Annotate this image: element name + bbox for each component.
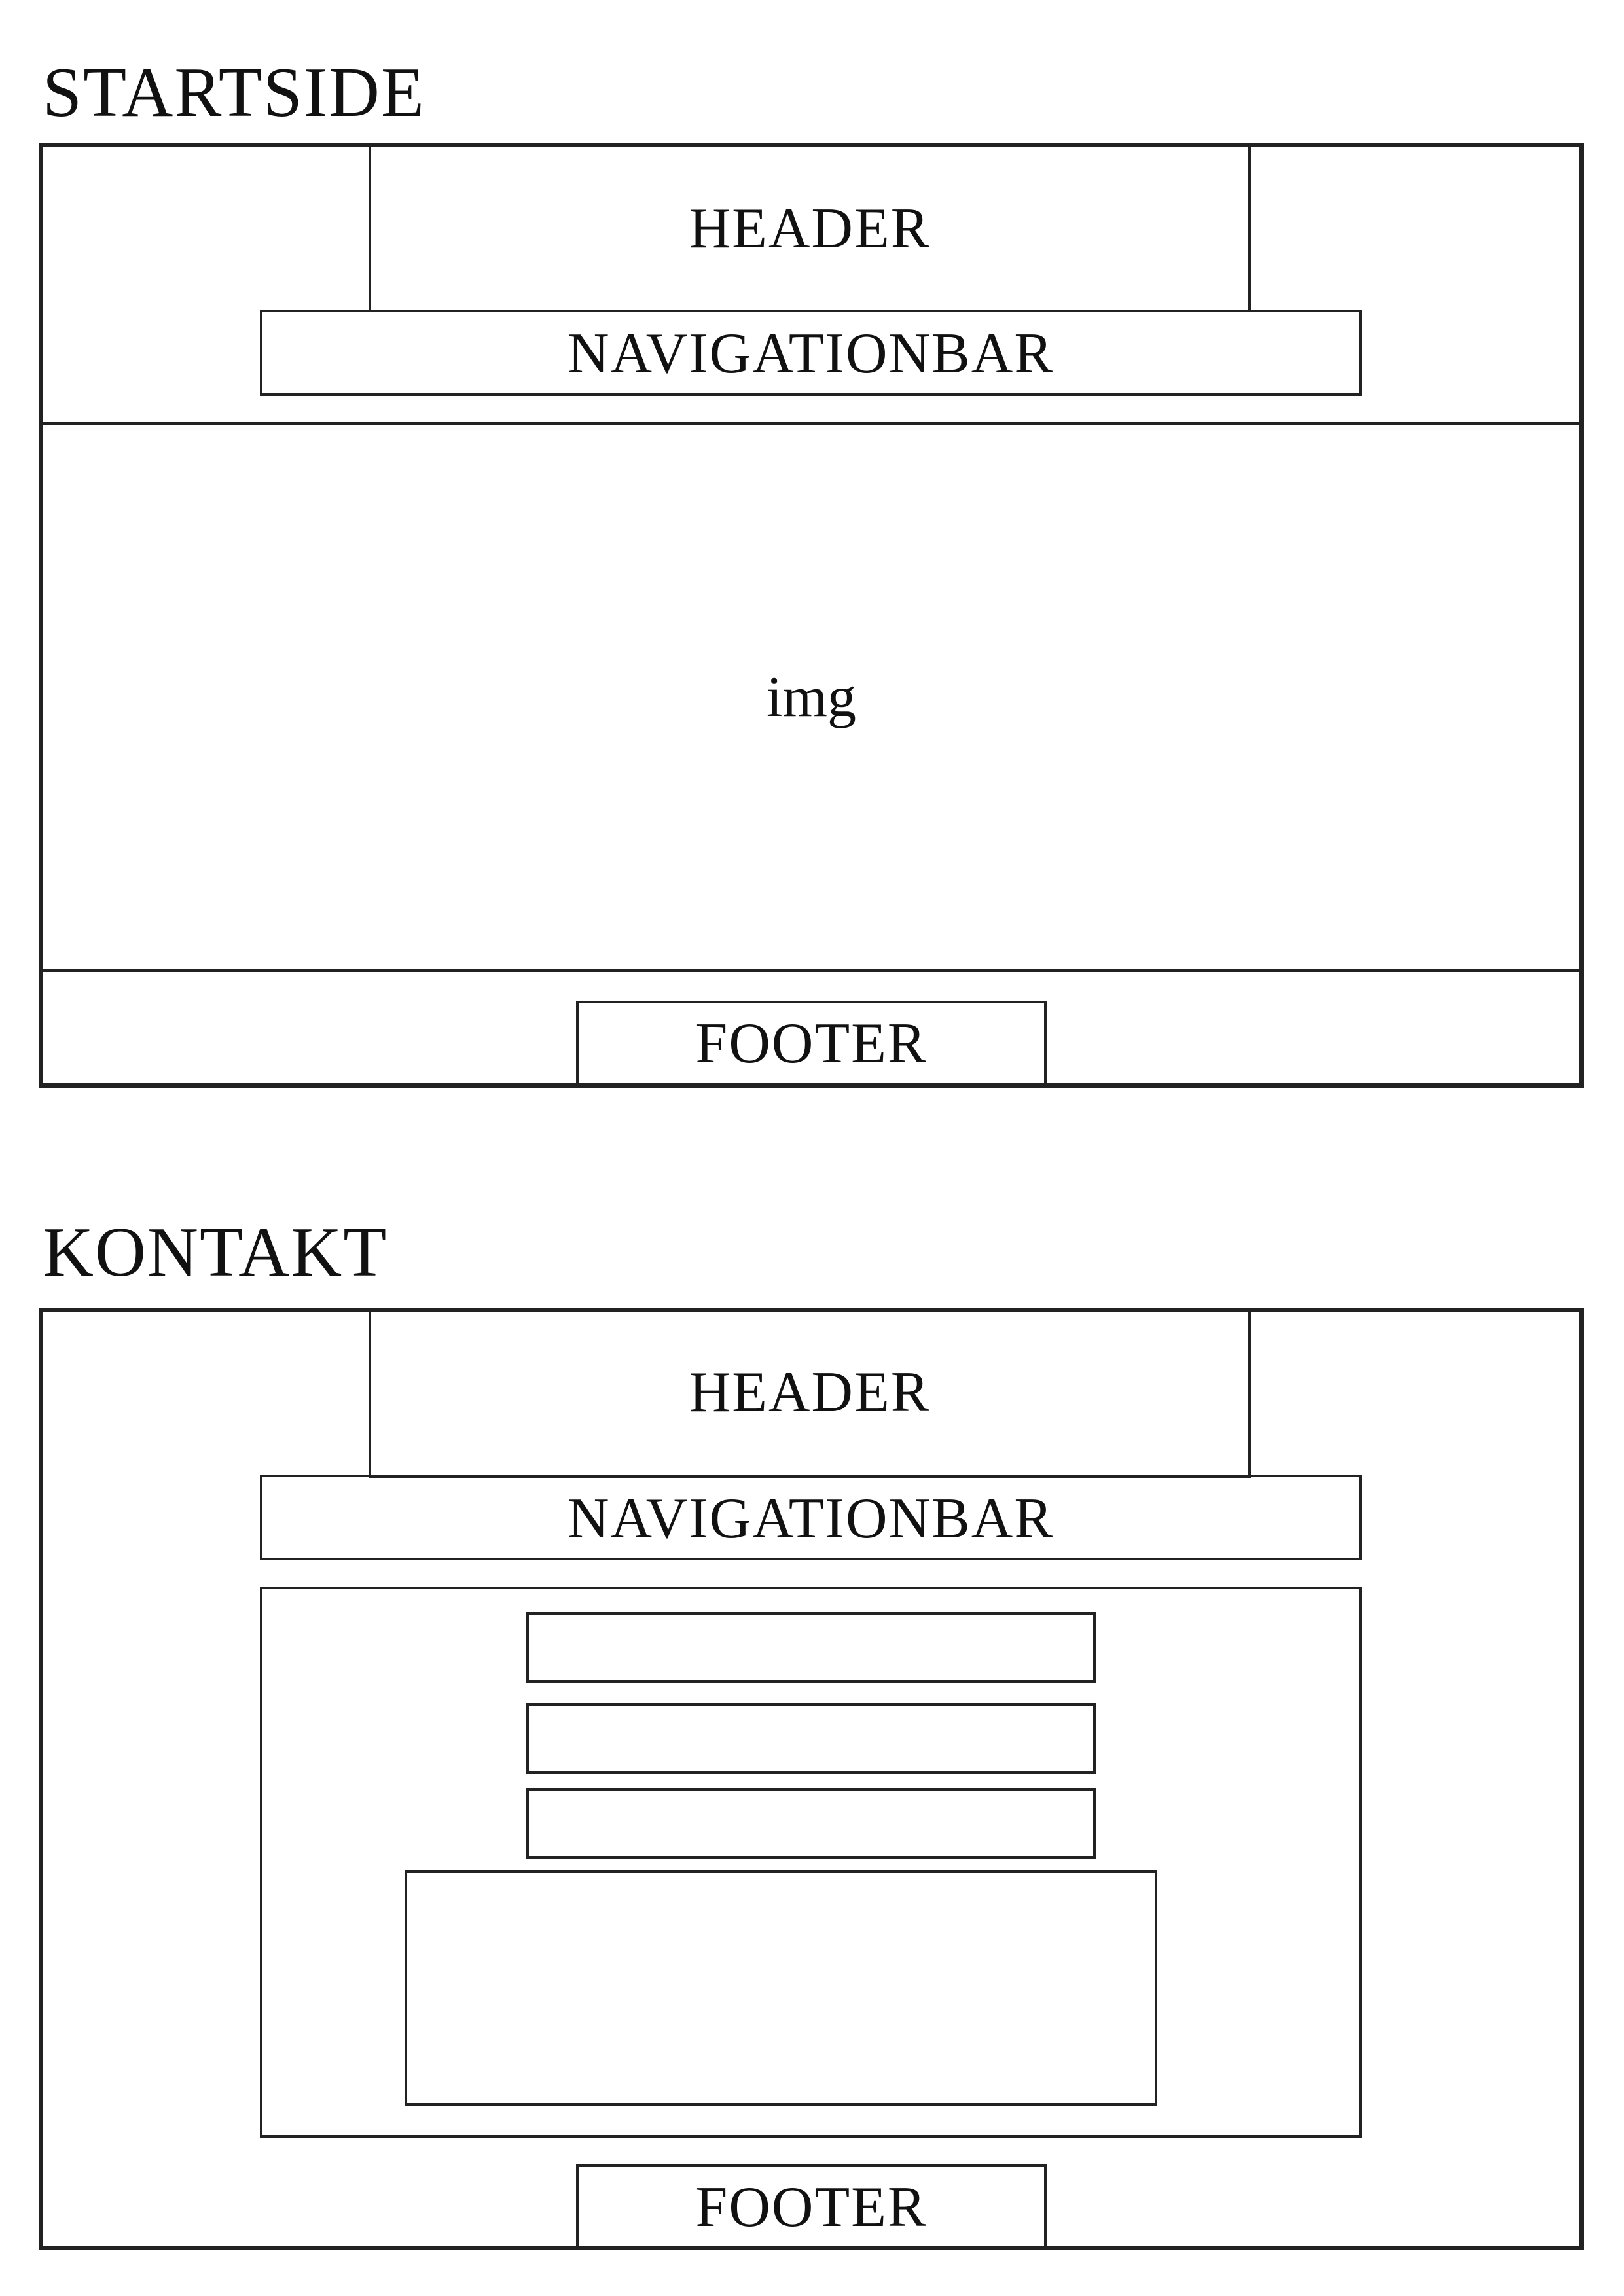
kontakt-message-textarea[interactable] (405, 1870, 1157, 2106)
startside-page-frame (39, 143, 1584, 1088)
startside-header-divider (39, 422, 1584, 425)
kontakt-form-container (260, 1587, 1362, 2138)
startside-footer-box (576, 1001, 1047, 1088)
startside-title: STARTSIDE (43, 54, 425, 132)
startside-navigationbar (260, 310, 1362, 396)
kontakt-navigationbar (260, 1475, 1362, 1560)
kontakt-header-label: HEADER (689, 1361, 931, 1424)
kontakt-footer-label: FOOTER (695, 2176, 928, 2239)
kontakt-page-frame (39, 1308, 1584, 2250)
startside-image-area (39, 423, 1584, 972)
kontakt-navigationbar-label: NAVIGATIONBAR (567, 1487, 1055, 1551)
startside-header-label: HEADER (689, 197, 931, 260)
kontakt-footer-box (576, 2164, 1047, 2250)
startside-navigationbar-label: NAVIGATIONBAR (567, 322, 1055, 386)
kontakt-input-field-3[interactable] (526, 1788, 1096, 1859)
startside-footer-label: FOOTER (695, 1012, 928, 1075)
startside-image-label: img (767, 666, 856, 729)
kontakt-input-field-1[interactable] (526, 1612, 1096, 1683)
kontakt-input-field-2[interactable] (526, 1703, 1096, 1774)
kontakt-title: KONTAKT (43, 1213, 388, 1291)
